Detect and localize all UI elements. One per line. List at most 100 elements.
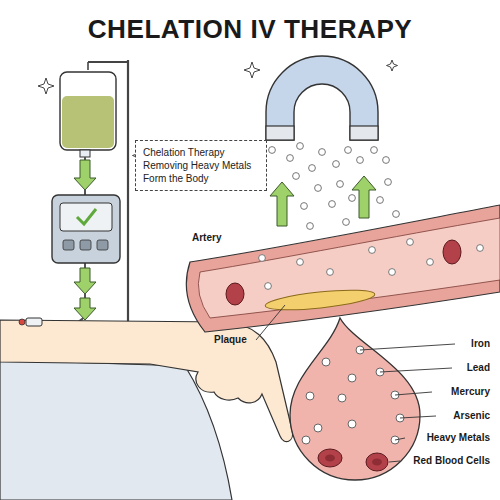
- leader-line: [395, 392, 432, 395]
- metal-particle: [348, 420, 356, 428]
- callout-box: Chelation Therapy Removing Heavy Metals …: [135, 140, 267, 191]
- arm: [0, 320, 293, 442]
- attraction-arrow: [270, 182, 294, 226]
- sparkle: [244, 62, 260, 78]
- part-label: Artery: [192, 232, 221, 244]
- blood-drop: [290, 318, 420, 480]
- part-label: Plaque: [214, 334, 247, 346]
- red-blood-cell: [226, 283, 244, 305]
- infusion-pump: [97, 240, 108, 250]
- blood-drop: [325, 455, 335, 462]
- metal-particle: [302, 346, 404, 444]
- infusion-pump: [60, 203, 112, 231]
- leader-line: [400, 416, 436, 418]
- flow-arrow: [74, 160, 96, 190]
- infusion-pump: [52, 195, 120, 263]
- diagram-title: CHELATION IV THERAPY: [0, 14, 500, 45]
- leader-line: [360, 344, 455, 350]
- metal-particle: [477, 245, 484, 252]
- leader-line: [395, 438, 405, 440]
- metal-particle: [345, 147, 352, 154]
- blood-drop: [372, 459, 382, 466]
- metal-particle: [348, 374, 356, 382]
- metal-particle: [349, 195, 356, 202]
- metal-particle: [307, 223, 314, 230]
- red-blood-cell: [443, 240, 461, 264]
- metal-particle: [343, 219, 350, 226]
- iv-pole: [127, 60, 129, 330]
- catheter: [19, 319, 25, 325]
- iv-pole: [88, 61, 128, 63]
- metal-particle: [371, 147, 378, 154]
- catheter: [26, 318, 42, 326]
- red-blood-cell: [226, 240, 461, 305]
- artery: [186, 205, 500, 332]
- metal-particle: [407, 239, 414, 246]
- iv-bag: [80, 150, 90, 157]
- artery: [198, 218, 500, 318]
- metal-particle: [301, 203, 308, 210]
- metal-particle: [259, 143, 484, 290]
- flow-arrow: [74, 298, 96, 320]
- magnet: [266, 56, 378, 140]
- metal-particle: [297, 143, 304, 150]
- metal-particle: [314, 424, 322, 432]
- artery: [186, 205, 500, 332]
- magnet: [350, 126, 378, 140]
- infusion-pump: [77, 209, 96, 224]
- metal-particle: [357, 157, 364, 164]
- infusion-pump: [63, 240, 74, 250]
- leader-line: [256, 305, 455, 462]
- magnet: [266, 126, 294, 140]
- iv-bag: [60, 72, 116, 157]
- iv-tube: [40, 262, 85, 325]
- metal-particle: [293, 173, 300, 180]
- metal-particle: [389, 269, 396, 276]
- metal-particle: [319, 149, 326, 156]
- metal-particle: [269, 147, 276, 154]
- catheter: [19, 318, 42, 326]
- part-label: Heavy Metals: [427, 432, 490, 444]
- infusion-pump: [52, 195, 120, 263]
- metal-particle: [377, 197, 384, 204]
- metal-particle: [309, 165, 316, 172]
- part-label: Red Blood Cells: [413, 455, 490, 467]
- flow-arrow: [74, 160, 96, 320]
- leader-line: [380, 368, 452, 372]
- metal-particle: [337, 181, 344, 188]
- attraction-arrow: [270, 176, 376, 226]
- metal-particle: [265, 283, 272, 290]
- metal-particle: [287, 155, 294, 162]
- blood-drop: [290, 318, 420, 480]
- part-label: Arsenic: [453, 410, 490, 422]
- blood-drop: [318, 449, 342, 467]
- sparkle: [387, 60, 398, 71]
- callout-text: Chelation Therapy Removing Heavy Metals …: [143, 146, 259, 185]
- metal-particle: [393, 211, 400, 218]
- arm: [0, 320, 293, 442]
- metal-particle: [297, 259, 304, 266]
- metal-particle: [315, 185, 322, 192]
- metal-particle: [302, 436, 310, 444]
- leader-line: [389, 461, 400, 462]
- part-label: Iron: [471, 338, 490, 350]
- part-label: Mercury: [451, 386, 490, 398]
- metal-particle: [369, 247, 376, 254]
- iv-bag: [62, 96, 114, 148]
- metal-particle: [259, 255, 266, 262]
- magnet: [266, 56, 378, 140]
- blood-drop: [366, 453, 388, 471]
- metal-particle: [333, 161, 340, 168]
- metal-particle: [329, 201, 336, 208]
- metal-particle: [385, 179, 392, 186]
- flow-arrow: [74, 268, 96, 294]
- iv-bag: [60, 72, 116, 150]
- infusion-pump: [80, 240, 91, 250]
- sparkle: [38, 78, 54, 94]
- leader-line: [256, 305, 285, 340]
- metal-particle: [306, 392, 314, 400]
- metal-particle: [383, 157, 390, 164]
- metal-particle: [322, 358, 330, 366]
